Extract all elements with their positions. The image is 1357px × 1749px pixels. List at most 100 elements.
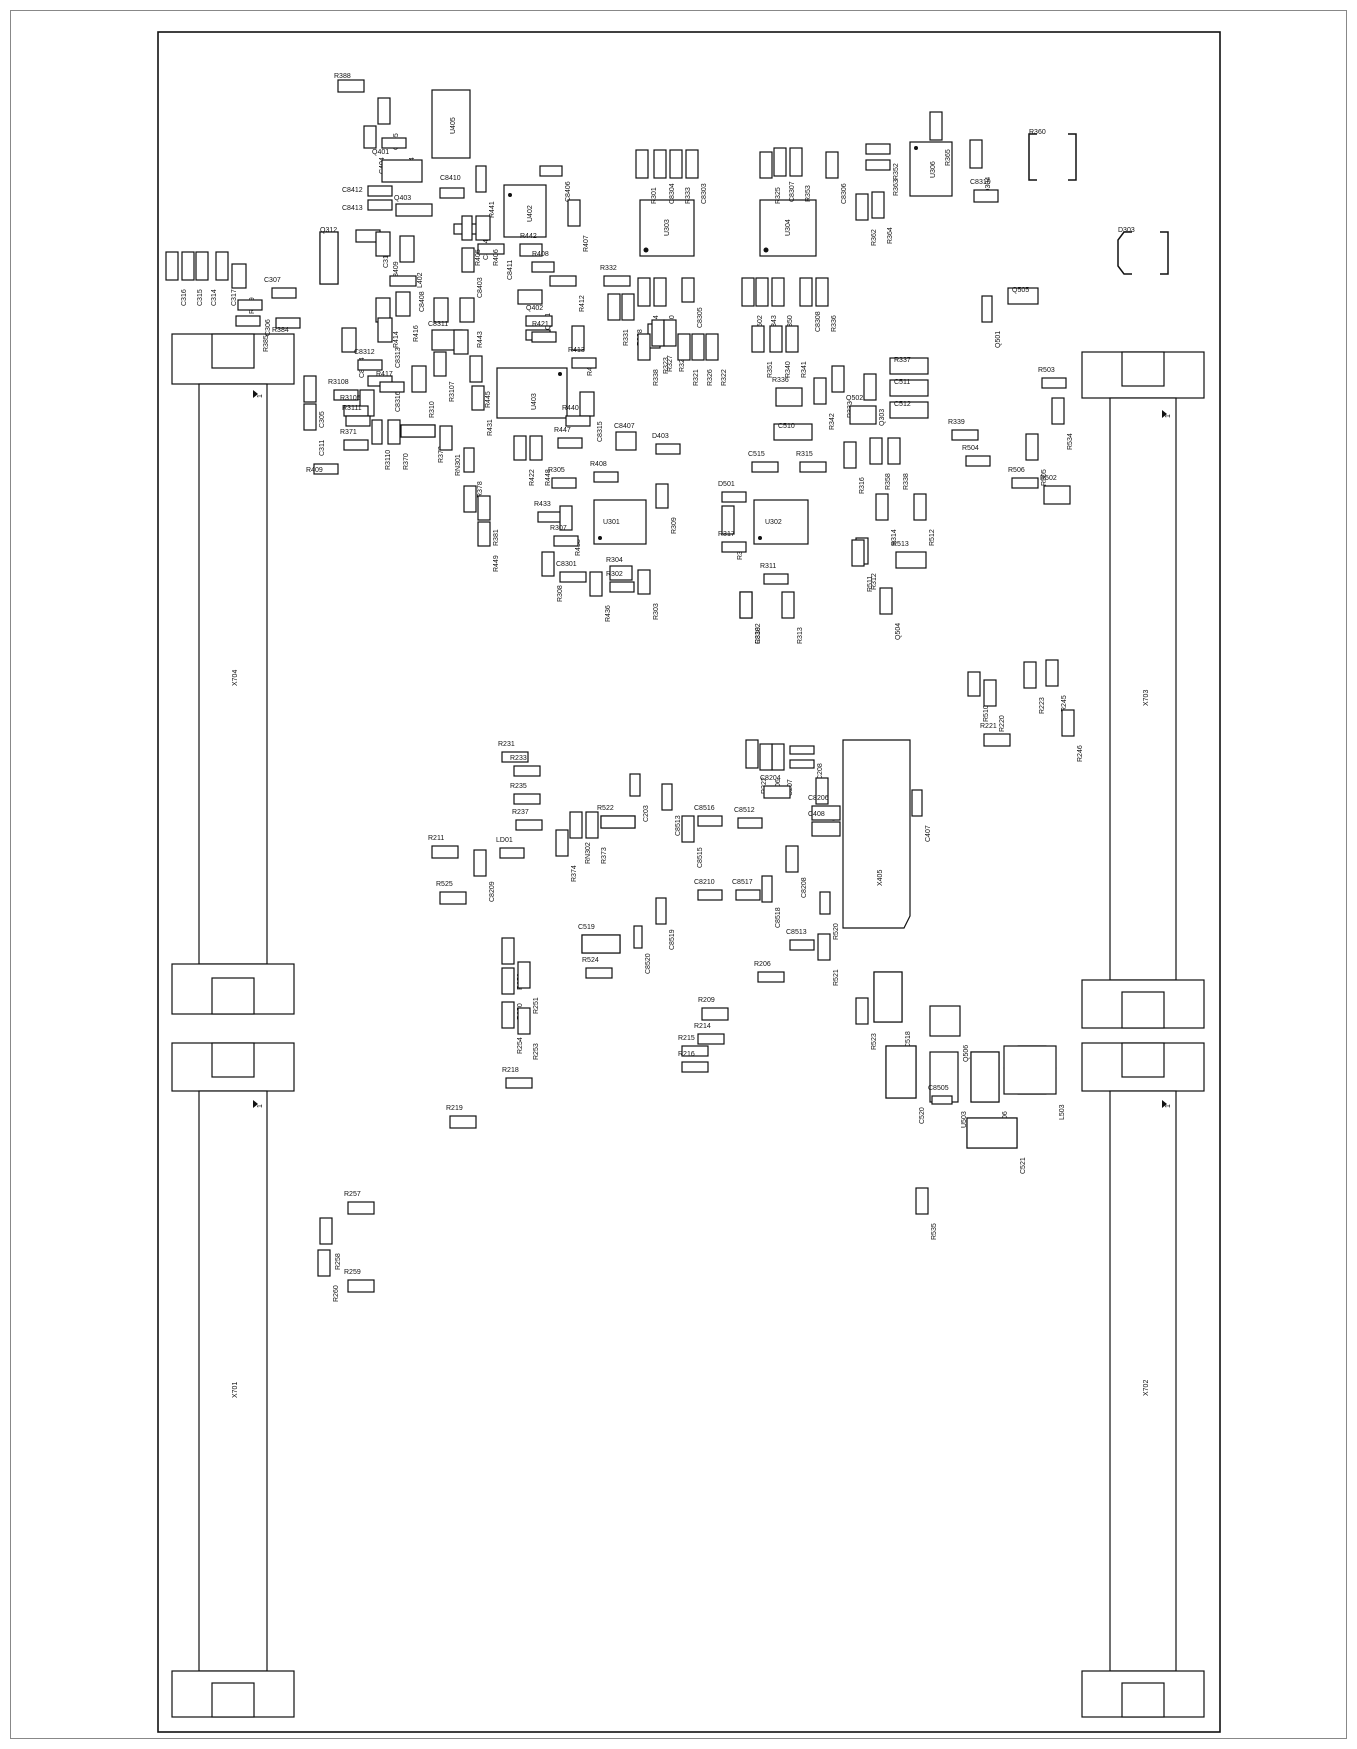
component-label: C314 [211,289,218,306]
component-r343: R343 [755,277,778,332]
component-body [755,277,769,307]
component-label: C8516 [694,805,715,812]
component-body [970,1051,1000,1103]
component-c519: C519 [578,924,621,954]
component-label: R260 [333,1285,340,1302]
component-q504: Q504 [879,587,902,640]
component-body [501,751,529,763]
component-label: R325 [775,187,782,204]
component-body [215,251,229,281]
component-body [431,845,459,859]
component-body [757,971,785,983]
component-r370: R370 [387,419,410,470]
component-body [1043,485,1071,505]
component-label: R409 [306,467,323,474]
component-u503: U503 [929,1051,968,1128]
component-c315: C315 [181,251,204,306]
ic-u303: U303 [639,199,695,257]
component-label: R245 [1061,695,1068,712]
component-label: R438 [575,539,582,556]
component-c8313: C8313 [377,317,402,368]
component-body [513,765,541,777]
component-body [831,365,845,393]
component-c8407: C8407 [614,423,637,451]
component-rn302: RN302 [569,811,592,864]
component-r336: R336 [815,277,838,332]
component-label: C8407 [614,423,635,430]
component-body [609,565,633,581]
component-d502: D502 [741,277,764,332]
component-c510: C510 [773,423,813,441]
component-label: C8411 [507,260,514,280]
component-l503: L503 [1003,1045,1066,1120]
component-body [333,389,359,401]
component-body [763,785,791,799]
component-r513: R513 [892,541,927,569]
component-r442: R442 [519,233,543,257]
component-label: R442 [520,233,537,240]
component-r327: R327 [651,319,674,372]
component-label: R211 [428,835,444,842]
component-c8516: C8516 [694,805,723,827]
component-r341: R341 [785,325,808,378]
component-label: R372 [438,446,445,463]
component-label: R333 [685,187,692,204]
component-c8301: C8301 [556,561,587,583]
component-body [651,319,665,347]
ic-u402: U402 [503,184,547,238]
component-l402: L402 [399,235,424,288]
component-label: R338 [903,473,910,490]
component-c8515: C8515 [681,815,704,868]
component-r438: R438 [559,505,582,556]
component-c8411: C8411 [477,243,514,280]
component-body [439,187,465,199]
component-r447: R447 [554,427,583,449]
x701-label: X701 [232,1382,239,1398]
component-body [453,329,469,355]
component-label: R407 [583,235,590,252]
component-label: R309 [671,517,678,534]
component-q502: Q502 [846,395,877,425]
component-body [477,495,491,521]
component-r373: R373 [585,811,608,864]
component-r332: R332 [600,265,631,287]
component-body [973,189,999,203]
svg-text:X405: X405 [877,870,884,886]
component-label: R259 [344,1269,361,1276]
component-r316: R316 [843,441,866,494]
component-r350: R350 [771,277,794,332]
component-body [889,379,929,397]
component-r524: R524 [582,957,613,979]
component-body [303,375,317,403]
component-r378: R378 [463,447,484,498]
component-r408: R408 [531,251,555,273]
component-body [347,1201,375,1215]
component-label: R413 [568,347,585,354]
component-label: R301 [651,187,658,204]
component-label: R311 [760,563,776,570]
component-c307: C307 [264,277,297,299]
component-label: LD01 [496,837,513,844]
component-c8413: C8413 [342,199,393,212]
component-r360: R360 [1029,129,1046,136]
component-label: Q502 [846,395,863,402]
component-label: R421 [532,321,549,328]
component-body [439,425,453,451]
component-body [195,251,209,281]
component-label: C407 [925,825,932,842]
component-body [785,845,799,873]
component-r260: R260 [317,1249,340,1302]
component-label: R305 [548,467,565,474]
component-label: R246 [1077,745,1084,762]
component-label: R352 [893,163,900,180]
component-body [585,811,599,839]
component-label: R3110 [385,450,392,470]
component-r304: R304 [606,557,633,581]
component-body [865,143,891,155]
component-label: R3105 [340,395,361,402]
component-label: U503 [961,1111,968,1128]
component-r311: R311 [760,563,789,585]
component-label: R364 [887,227,894,244]
component-body [379,381,405,393]
component-body [537,511,563,523]
